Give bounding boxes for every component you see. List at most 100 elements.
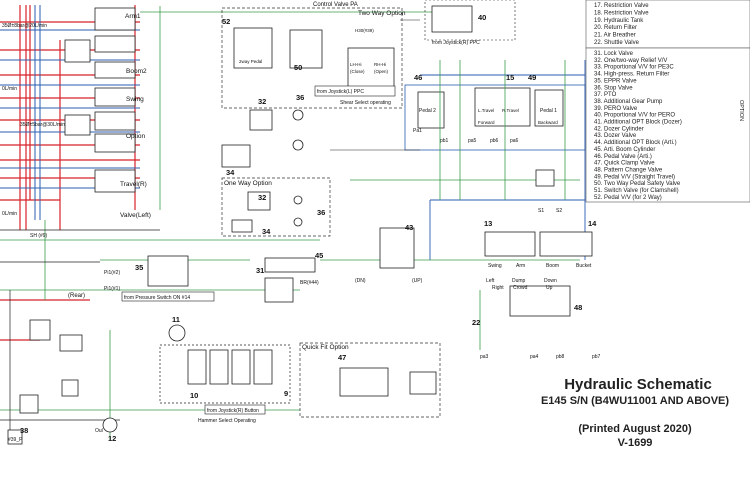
legend-top-item: 19. Hydraulic Tank — [594, 18, 644, 24]
callout-38: 38 — [20, 426, 28, 435]
swing-dir-label: Swing — [488, 263, 502, 269]
legend-option-item: 34. High-press. Return Filter — [594, 72, 669, 78]
legend-option-item: 35. EPPR Valve — [594, 78, 637, 84]
callout-34a: 34 — [226, 168, 235, 177]
one-way-option-box: One Way Option — [221, 177, 331, 237]
schematic-title: Hydraulic Schematic — [564, 376, 712, 393]
pump-39-label: #39_P — [8, 437, 23, 443]
pedal1-label: Pedal 1 — [540, 108, 557, 114]
legend-option-item: 32. One/two-way Relief V/V — [594, 58, 667, 64]
hammer-valve-block: from Joystick(R) Button Hammer Select Op… — [159, 324, 291, 424]
boom-dir-label: Boom — [546, 263, 559, 269]
pi1-2-label: Pi1(#2) — [104, 270, 120, 276]
right-dir-label: Right — [492, 285, 504, 291]
two-way-option-label: Two Way Option — [358, 10, 406, 17]
callout-49: 49 — [528, 73, 536, 82]
callout-13: 13 — [484, 219, 492, 228]
callout-50: 50 — [294, 63, 302, 72]
joystick-valve-labels: Swing Arm Boom Bucket Left Right Dump Cr… — [355, 208, 601, 360]
pb7-label: pb7 — [592, 354, 601, 360]
shear-select-label: Shear Select operating — [340, 100, 391, 106]
pb6-label: pb6 — [490, 138, 499, 144]
pa4-label: pa4 — [530, 354, 539, 360]
legend-option-item: 51. Switch Valve (for Clamshell) — [594, 188, 679, 194]
valve-left-label: Valve(Left) — [120, 212, 151, 219]
pedal2-label: Pedal 2 — [419, 108, 436, 114]
legend-option-item: 38. Additional Gear Pump — [594, 99, 663, 105]
pedal-valves: from Joystick(R) PPC Pedal 2 Pedal 1 L.T… — [404, 0, 586, 151]
oul-label: Oul — [95, 428, 103, 434]
callout-43: 43 — [405, 223, 413, 232]
legend-top-item: 18. Restriction Valve — [594, 10, 649, 16]
joystick-valves — [379, 169, 593, 317]
legend-option-item: 39. PERO Valve — [594, 106, 638, 112]
legend-option-item: 41. Additional OPT Block (Dozer) — [594, 120, 682, 126]
legend-option-item: 50. Two Way Pedal Safety Valve — [594, 181, 681, 187]
pi1-1-label: Pi1(#1) — [104, 286, 120, 292]
pa5-label: pa5 — [468, 138, 477, 144]
legend-option-item: 49. Pedal V/V (Straight Travel) — [594, 174, 675, 180]
rear-label: (Rear) — [68, 293, 85, 299]
up2-label: (UP) — [412, 278, 423, 284]
legend-option-item: 33. Proportional V/V for PE3C — [594, 65, 674, 71]
one-way-option-label: One Way Option — [224, 180, 272, 187]
br-label: BR(#44) — [300, 280, 319, 286]
legend-option-item: 42. Dozer Cylinder — [594, 126, 644, 132]
callout-11: 11 — [172, 315, 180, 324]
callout-14: 14 — [588, 219, 597, 228]
lh-hi-label: LH-Hi — [350, 62, 362, 67]
legend-option-item: 36. Stop Valve — [594, 85, 633, 91]
legend-option-item: 44. Additional OPT Block (Arti.) — [594, 140, 677, 146]
lower-middle-components: from Pressure Switch ON #14 Pi1(#2) Pi1(… — [104, 255, 319, 303]
callout-45: 45 — [315, 251, 323, 260]
from-joystick-ppc-r: from Joystick(R) PPC — [432, 40, 480, 46]
legend-option-item: 48. Pattern Change Valve — [594, 167, 663, 173]
control-valve-labels: Control Valve PA Arm1 Boom2 Swing Option… — [2, 2, 358, 239]
callout-40: 40 — [478, 13, 486, 22]
option-side-label: OPTION — [738, 100, 744, 121]
title-block: Hydraulic Schematic E145 S/N (B4WU11001 … — [520, 376, 750, 449]
callout-31: 31 — [256, 266, 264, 275]
callout-36b: 36 — [317, 208, 325, 217]
callout-9: 9 — [284, 389, 288, 398]
printed-date: (Printed August 2020) — [578, 423, 692, 435]
right-pipelines — [320, 19, 586, 350]
legend-top-item: 22. Shuttle Valve — [594, 40, 640, 46]
flow-label-4: 0L/min — [2, 211, 17, 217]
document-code: V-1699 — [617, 437, 653, 449]
callout-22: 22 — [472, 318, 480, 327]
flow-label-1: 35Ø±8bar@20L/min — [2, 23, 47, 29]
flow-label-2: 35Ø±5bar@30L/min — [20, 122, 65, 128]
legend-option-item: 43. Dozer Valve — [594, 133, 637, 139]
joystick-button-label: from Joystick(R) Button — [207, 408, 259, 414]
up-dir-label: Up — [546, 285, 553, 291]
pa3-label: pa3 — [480, 354, 489, 360]
legend-top-item: 21. Air Breather — [594, 33, 636, 39]
pb1-label: pb1 — [440, 138, 449, 144]
arm1-label: Arm1 — [125, 13, 141, 20]
backward-label: Backward — [538, 120, 558, 125]
dn-label: (DN) — [355, 278, 366, 284]
callout-10: 10 — [190, 391, 198, 400]
callout-36a: 36 — [296, 93, 304, 102]
callout-32a: 32 — [258, 97, 266, 106]
legend-option-item: 46. Pedal Valve (Arti.) — [594, 154, 652, 160]
crowd-dir-label: Crowd — [513, 285, 528, 291]
left-dir-label: Left — [486, 278, 495, 284]
legend-option-item: 52. Pedal V/V (for 2 Way) — [594, 195, 662, 201]
callout-48: 48 — [574, 303, 582, 312]
boom2-label: Boom2 — [126, 68, 147, 75]
hammer-select-label: Hammer Select Operating — [198, 418, 256, 424]
sh-label: SH (#9) — [30, 233, 48, 239]
swing-label: Swing — [126, 96, 144, 103]
relief-valve-group — [221, 109, 304, 227]
legend-top-item: 17. Restriction Valve — [594, 3, 649, 9]
travel-r-label: Travel(R) — [120, 181, 147, 188]
close-label: (Close) — [350, 69, 365, 74]
rh-hi-label: RH-Hi — [374, 62, 386, 67]
control-valve-spools — [7, 7, 136, 445]
r-travel-label: R.Travel — [502, 108, 519, 113]
control-valve-pa-label: Control Valve PA — [313, 2, 358, 8]
